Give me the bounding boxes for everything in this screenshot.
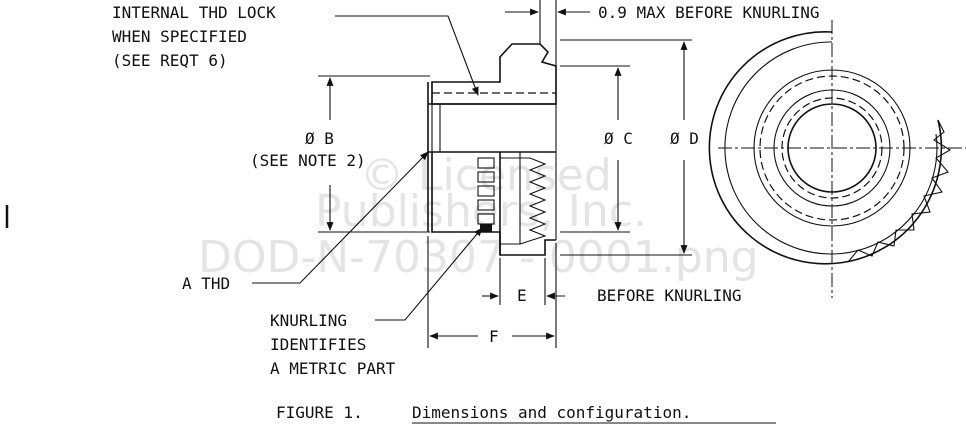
dimensions [318,0,692,348]
thread-lock-section [431,43,557,105]
internal-thread-marks [477,157,495,232]
label-a-metric-part: A METRIC PART [270,359,396,378]
label-max-before-knurling: 0.9 MAX BEFORE KNURLING [598,3,820,22]
label-see-reqt-6: (SEE REQT 6) [112,51,228,70]
label-when-specified: WHEN SPECIFIED [112,27,247,46]
label-internal-thd-lock: INTERNAL THD LOCK [112,3,276,22]
watermark-line-3: DOD-N-70307 - 0001.png [198,232,759,283]
label-see-note-2: (SEE NOTE 2) [250,151,366,170]
knurl-teeth [499,152,547,255]
label-a-thd: A THD [182,274,230,293]
end-view [708,20,966,298]
label-before-knurling: BEFORE KNURLING [597,286,742,305]
watermark: © Licensed Publishers, Inc. DOD-N-70307 … [198,150,759,283]
label-dim-d: Ø D [670,129,699,148]
label-identifies: IDENTIFIES [270,335,366,354]
label-dim-e: E [517,286,527,305]
label-knurling: KNURLING [270,311,347,330]
label-dim-b: Ø B [305,129,334,148]
figure-number: FIGURE 1. [276,403,363,422]
label-dim-c: Ø C [604,129,633,148]
figure-title: Dimensions and configuration. [412,403,691,422]
leader-lines [252,15,483,321]
label-dim-f: F [489,327,499,346]
